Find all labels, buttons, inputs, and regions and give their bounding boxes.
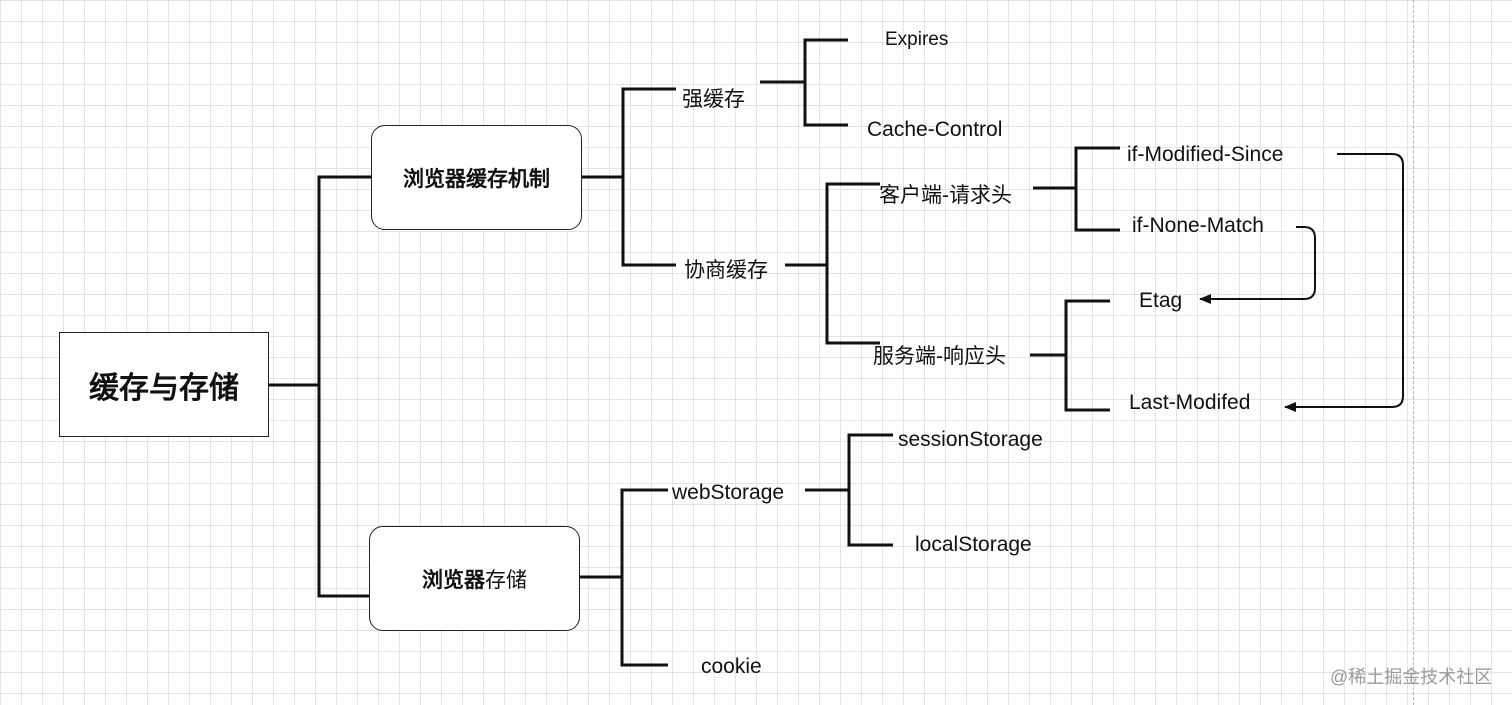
connector-client-bracket — [1074, 146, 1120, 232]
etag-label: Etag — [1139, 289, 1183, 312]
connector-server-bracket — [1064, 299, 1110, 412]
if-modified-since-label: if-Modified-Since — [1127, 143, 1284, 166]
webstorage-label: webStorage — [672, 481, 785, 504]
arrow-modified-since-to-last-modifed — [1284, 153, 1404, 412]
cookie-label: cookie — [701, 655, 762, 678]
connector-cache-bracket — [621, 87, 676, 267]
expires-label: Expires — [885, 29, 949, 50]
connector-negotiate-bracket — [825, 182, 880, 345]
client-request-header-label: 客户端-请求头 — [879, 184, 1012, 207]
root-label: 缓存与存储 — [89, 371, 239, 405]
connector-webstorage-bracket — [847, 433, 893, 547]
connector-strong-bracket — [803, 38, 848, 127]
connector-storage-bracket — [620, 488, 668, 667]
root-node: 缓存与存储 — [59, 332, 269, 437]
browser-storage-label-normal: 存储 — [485, 568, 527, 592]
arrow-none-match-to-etag — [1199, 226, 1316, 304]
if-none-match-label: if-None-Match — [1132, 214, 1264, 237]
connector-root-bracket — [317, 175, 372, 598]
strong-cache-label: 强缓存 — [682, 88, 745, 111]
dashed-page-border — [1413, 0, 1414, 705]
negotiate-cache-label: 协商缓存 — [684, 259, 768, 282]
server-response-header-label: 服务端-响应头 — [873, 345, 1006, 368]
browser-cache-node: 浏览器缓存机制 — [371, 125, 582, 230]
watermark: @稀土掘金技术社区 — [1330, 667, 1493, 687]
cache-control-label: Cache-Control — [867, 118, 1003, 141]
local-storage-label: localStorage — [915, 533, 1032, 556]
browser-storage-label: 浏览器存储 — [422, 564, 527, 594]
last-modifed-label: Last-Modifed — [1129, 391, 1251, 414]
browser-storage-node: 浏览器存储 — [369, 526, 580, 631]
session-storage-label: sessionStorage — [898, 428, 1043, 451]
browser-cache-label: 浏览器缓存机制 — [403, 167, 550, 191]
browser-storage-label-bold: 浏览器 — [422, 568, 485, 592]
